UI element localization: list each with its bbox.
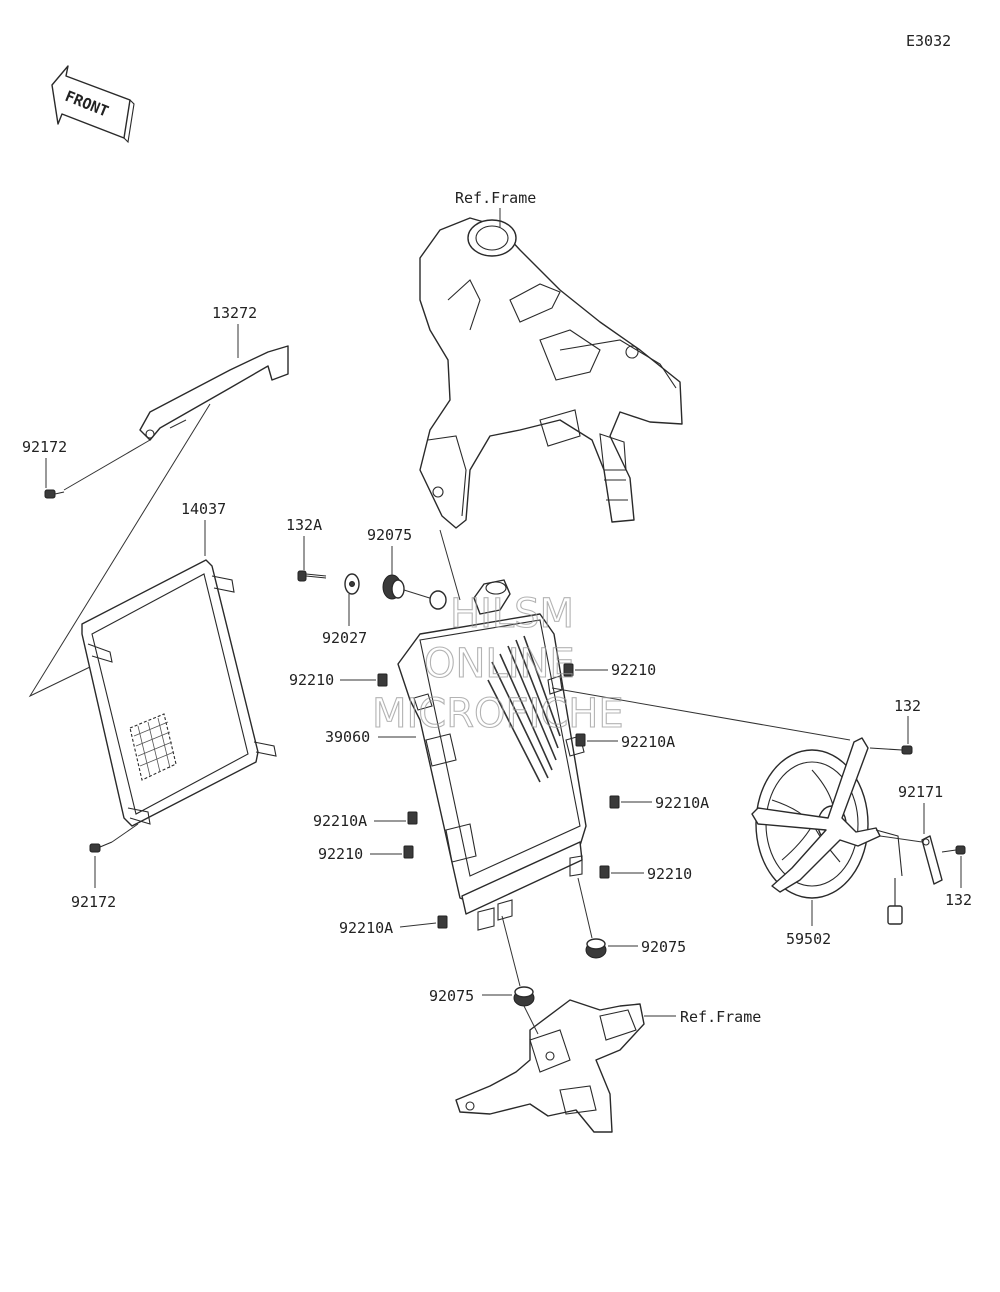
frame-upper: Ref.Frame (419, 189, 683, 601)
label-132A: 132A (286, 516, 322, 534)
label-92075-left: 92075 (429, 987, 474, 1005)
label-59502: 59502 (786, 930, 831, 948)
label-92171: 92171 (898, 783, 943, 801)
label-92172-top: 92172 (22, 438, 67, 456)
watermark-line2: ONLINE (424, 641, 575, 687)
label-39060: 39060 (325, 728, 370, 746)
label-92210A-right2: 92210A (655, 794, 709, 812)
watermark: HILSM ONLINE MICROFICHE (371, 590, 624, 737)
label-14037: 14037 (181, 500, 226, 518)
clips (377, 663, 620, 929)
bolt-132A: 132A (286, 516, 327, 582)
strap-92171: 92171 (879, 783, 943, 885)
label-92210A-left1: 92210A (313, 812, 367, 830)
label-92210A-left2: 92210A (339, 919, 393, 937)
watermark-line3: MICROFICHE (372, 691, 624, 737)
radiator-39060: 39060 (325, 579, 587, 931)
bracket-13272: 13272 (139, 304, 289, 441)
grommet-92075-right: 92075 (577, 877, 686, 959)
grommet-92075-top: 92075 (367, 526, 437, 601)
label-132-top: 132 (894, 697, 921, 715)
washer-92027: 92027 (322, 573, 367, 647)
grommet-92075-left: 92075 (429, 915, 535, 1007)
label-92027: 92027 (322, 629, 367, 647)
label-132-bottom: 132 (945, 891, 972, 909)
bolt-132-bottom: 132 (941, 845, 972, 909)
label-13272: 13272 (212, 304, 257, 322)
ref-frame-bottom-label: Ref.Frame (680, 1008, 761, 1026)
bolt-92172-top: 92172 (22, 438, 151, 499)
bolt-132-top: 132 (551, 687, 921, 755)
frame-lower: Ref.Frame (455, 999, 761, 1133)
label-92075-right: 92075 (641, 938, 686, 956)
front-arrow-icon: FRONT (51, 65, 135, 144)
label-92210-left1: 92210 (289, 671, 334, 689)
label-92075-top: 92075 (367, 526, 412, 544)
label-92210-left2: 92210 (318, 845, 363, 863)
fan-assembly-59502: 59502 (751, 737, 903, 948)
label-92172-bottom: 92172 (71, 893, 116, 911)
label-92210A-right1: 92210A (621, 733, 675, 751)
radiator-screen-14037: 14037 (81, 500, 277, 827)
ref-frame-top-label: Ref.Frame (455, 189, 536, 207)
label-92210-right2: 92210 (647, 865, 692, 883)
diagram-code: E3032 (906, 32, 951, 50)
watermark-line1: HILSM (450, 591, 574, 637)
bolt-92172-bottom: 92172 (71, 823, 139, 911)
label-92210-right1: 92210 (611, 661, 656, 679)
